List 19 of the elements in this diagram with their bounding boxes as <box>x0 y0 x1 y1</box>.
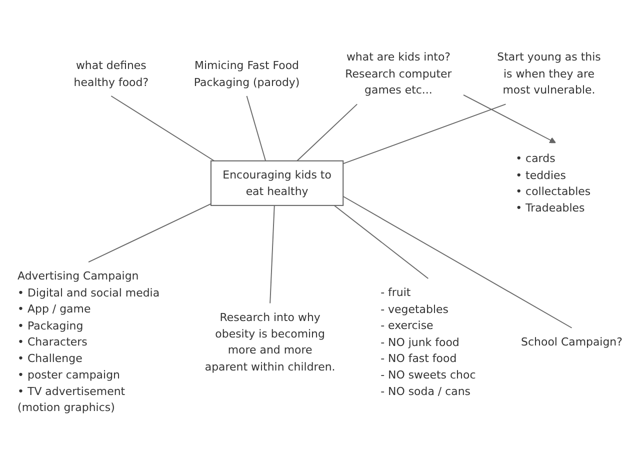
node-text: - fruit - vegetables - exercise - NO junk food - NO fast food - NO sweets choc - NO soda / cans <box>380 286 476 398</box>
connector <box>246 96 266 162</box>
arrow <box>463 94 556 144</box>
node-box: Encouraging kids to eat healthy <box>210 160 344 206</box>
node-text: Mimicing Fast Food Packaging (parody) <box>194 58 300 88</box>
connector <box>270 204 275 304</box>
connector <box>334 204 429 280</box>
connector <box>342 104 506 164</box>
connector <box>88 203 212 263</box>
node-text: • cards • teddies • collectables • Tradeables <box>516 152 591 214</box>
node-text: Research into why obesity is becoming more and more aparent within children. <box>204 310 336 374</box>
node-text: School Campaign? <box>521 335 622 348</box>
node-text: Start young as this is when they are most vulnerable. <box>497 50 601 97</box>
connector <box>110 96 215 162</box>
node-text: Advertising Campaign • Digital and social media • App / game • Packaging • Characters • Challenge • poster campaign • TV advertisement (motion graphics) <box>18 269 160 414</box>
connector <box>296 104 358 162</box>
connector <box>342 196 572 328</box>
node-text: what defines healthy food? <box>74 58 149 88</box>
node-text: what are kids into? Research computer games etc... <box>345 50 452 97</box>
